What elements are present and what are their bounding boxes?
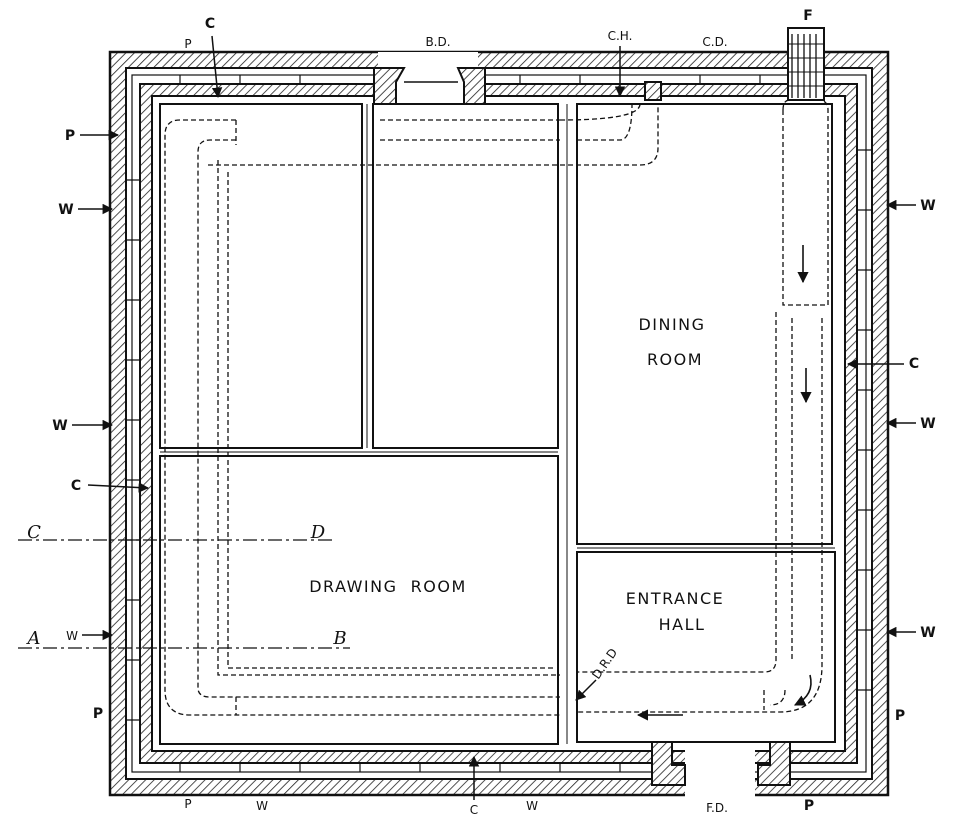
left-label-w3: W xyxy=(66,629,78,643)
flow-arrows xyxy=(636,245,812,721)
room-walls xyxy=(159,103,836,745)
dining-room-label-1: DINING xyxy=(638,315,705,334)
right-label-p: P xyxy=(895,708,905,724)
top-label-bd: B.D. xyxy=(425,35,450,49)
drd-label: D.R.D xyxy=(589,646,620,682)
bottom-annotations: P W C W F.D. P xyxy=(184,755,814,817)
top-annotations: C P B.D. C.H. C.D. F xyxy=(184,8,813,99)
left-annotations: P W W C W P xyxy=(52,128,150,722)
duct-runs xyxy=(164,99,829,716)
section-letter-b: B xyxy=(332,628,346,649)
entrance-hall-label-1: ENTRANCE xyxy=(626,589,725,608)
wall-joints xyxy=(126,75,872,772)
right-label-w3: W xyxy=(920,625,935,641)
left-label-w2: W xyxy=(52,418,67,434)
chimney-hood xyxy=(644,81,662,101)
bottom-label-c: C xyxy=(470,803,478,817)
bottom-label-p1: P xyxy=(184,797,191,811)
section-annotations: C D A B xyxy=(26,522,347,649)
top-label-c: C xyxy=(205,16,215,32)
flue-chimney xyxy=(787,27,825,101)
right-label-w1: W xyxy=(920,198,935,214)
bottom-label-p2: P xyxy=(804,798,814,814)
right-annotations: W C W W P xyxy=(846,198,936,724)
front-door-gap xyxy=(651,740,791,800)
section-letter-a: A xyxy=(26,628,41,649)
left-label-p: P xyxy=(65,128,75,144)
right-label-w2: W xyxy=(920,416,935,432)
left-label-p2: P xyxy=(93,706,103,722)
left-label-c: C xyxy=(71,478,81,494)
top-label-p: P xyxy=(184,37,191,51)
bottom-label-fd: F.D. xyxy=(706,801,728,815)
dining-room-label-2: ROOM xyxy=(647,350,703,369)
top-label-cd: C.D. xyxy=(702,35,727,49)
left-label-w1: W xyxy=(58,202,73,218)
drd-arrow xyxy=(575,679,597,701)
top-label-f: F xyxy=(803,8,813,24)
entrance-hall-label-2: HALL xyxy=(659,615,706,634)
drawing-room-label: DRAWING ROOM xyxy=(309,577,467,596)
bottom-label-w2: W xyxy=(526,799,538,813)
outer-walls xyxy=(108,50,890,797)
section-letter-d: D xyxy=(310,522,326,543)
section-letter-c: C xyxy=(27,522,41,543)
right-label-c: C xyxy=(909,356,919,372)
section-lines xyxy=(18,539,350,649)
top-label-ch: C.H. xyxy=(608,29,633,43)
bottom-label-w1: W xyxy=(256,799,268,813)
back-door xyxy=(373,52,486,105)
